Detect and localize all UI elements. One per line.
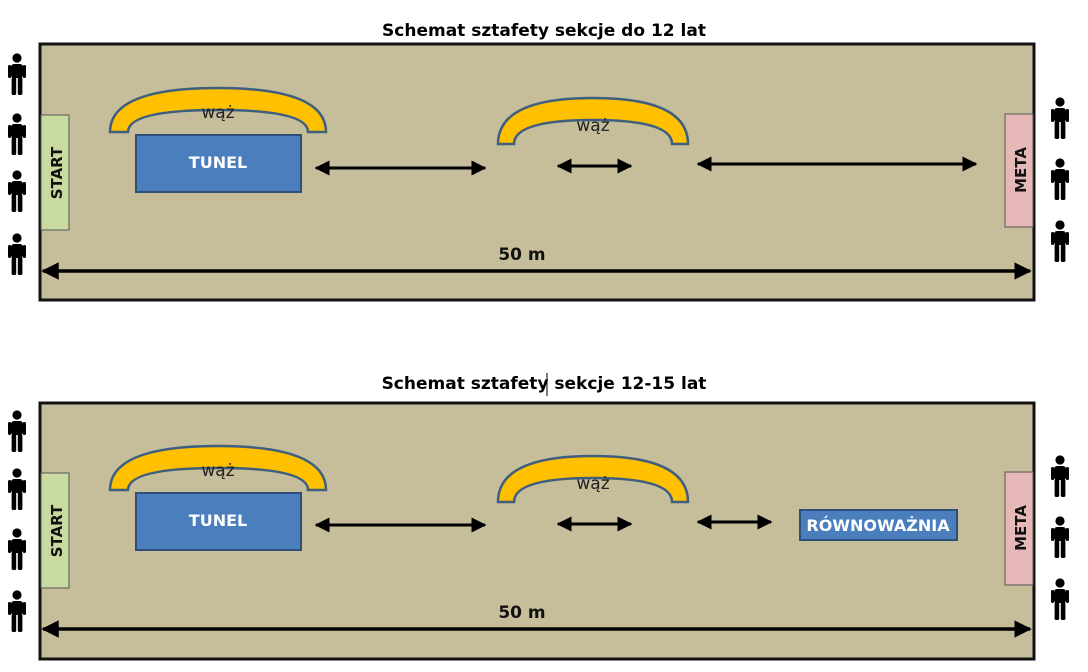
- diagram-title: Schemat sztafety sekcje do 12 lat: [382, 21, 706, 41]
- meta-zone: META: [1004, 471, 1034, 586]
- person-icon: [1051, 516, 1069, 558]
- snake-obstacle-1: wąż: [108, 444, 328, 492]
- person-icon: [1051, 455, 1069, 497]
- tunnel-label: TUNEL: [189, 153, 247, 172]
- distance-label: 50 m: [498, 603, 545, 623]
- start-label: START: [48, 504, 66, 557]
- balance-beam-label: RÓWNOWAŻNIA: [806, 516, 950, 535]
- snake-obstacle-1: wąż: [108, 86, 328, 134]
- person-icon: [8, 170, 26, 212]
- start-zone: START: [40, 114, 70, 231]
- snake-label: wąż: [201, 103, 234, 123]
- tunnel-label: TUNEL: [189, 511, 247, 530]
- person-icon: [1051, 97, 1069, 139]
- snake-obstacle-2: wąż: [496, 454, 690, 504]
- start-label: START: [48, 146, 66, 199]
- start-zone: START: [40, 472, 70, 589]
- person-icon: [8, 233, 26, 275]
- person-icon: [1051, 158, 1069, 200]
- tunnel-obstacle: TUNEL: [135, 492, 302, 551]
- snake-label: wąż: [576, 116, 609, 136]
- snake-obstacle-2: wąż: [496, 96, 690, 146]
- person-icon: [8, 528, 26, 570]
- person-icon: [8, 113, 26, 155]
- team-right: [1051, 455, 1069, 620]
- person-icon: [8, 410, 26, 452]
- team-right: [1051, 97, 1069, 262]
- snake-label: wąż: [576, 474, 609, 494]
- snake-label: wąż: [201, 461, 234, 481]
- person-icon: [1051, 220, 1069, 262]
- team-left: [8, 410, 26, 632]
- team-left: [8, 53, 26, 275]
- diagram-bottom: Schemat sztafety sekcje 12-15 lat START …: [8, 373, 1069, 661]
- meta-zone: META: [1004, 113, 1034, 228]
- person-icon: [8, 468, 26, 510]
- person-icon: [8, 590, 26, 632]
- diagram-top: Schemat sztafety sekcje do 12 lat START …: [8, 21, 1069, 302]
- balance-beam-obstacle: RÓWNOWAŻNIA: [799, 509, 958, 541]
- distance-label: 50 m: [498, 245, 545, 265]
- person-icon: [8, 53, 26, 95]
- person-icon: [1051, 578, 1069, 620]
- meta-label: META: [1012, 147, 1030, 193]
- diagram-title: Schemat sztafety sekcje 12-15 lat: [382, 374, 707, 394]
- tunnel-obstacle: TUNEL: [135, 134, 302, 193]
- meta-label: META: [1012, 505, 1030, 551]
